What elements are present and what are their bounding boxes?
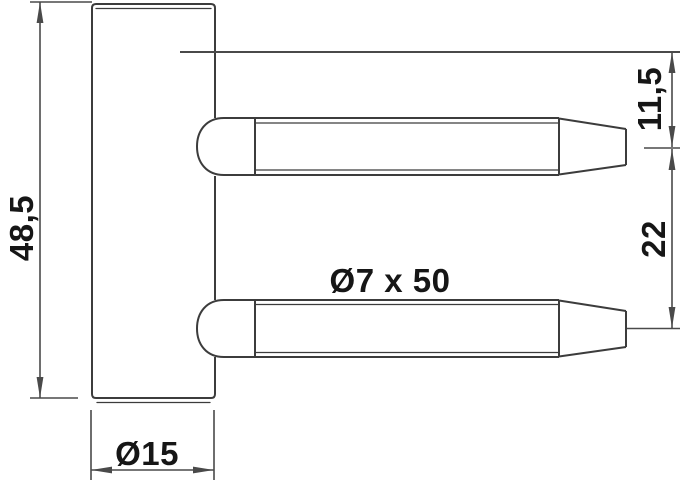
reference-lines [180,51,680,330]
arrowhead-up [668,52,676,73]
dim-body-diameter: Ø15 [90,410,215,480]
dimension-label-top-offset: 11,5 [631,67,668,131]
dimension-label-pin-spacing: 22 [635,220,672,258]
dimension-label-body-diameter: Ø15 [115,435,179,472]
label-pin-size: Ø7 x 50 [330,262,451,299]
dimension-label-body-height: 48,5 [3,195,40,261]
lower-pin-taper-top [558,299,627,312]
upper-pin-cap [195,117,255,176]
arrowhead-left [91,466,112,474]
arrowhead-up [36,2,44,23]
body-outline-right-bottom [91,357,216,399]
upper-pin-taper-bottom [558,164,627,176]
dim-pin-spacing: 22 [635,149,676,328]
lower-pin-cap [195,299,255,358]
body-outline-left-top [91,3,216,394]
dim-body-height: 48,5 [3,1,92,399]
arrowhead-up [668,149,676,170]
lower-dowel-pin [195,299,627,358]
hinge-body [91,3,216,404]
upper-pin-taper-top [558,117,627,130]
lower-pin-taper-bottom [558,346,627,358]
upper-dowel-pin [195,117,627,176]
arrowhead-down [668,126,676,147]
arrowhead-down [668,307,676,328]
arrowhead-down [36,377,44,398]
arrowhead-right [193,466,214,474]
dimension-label-pin-size: Ø7 x 50 [330,262,451,299]
dim-top-offset: 11,5 [631,52,676,147]
